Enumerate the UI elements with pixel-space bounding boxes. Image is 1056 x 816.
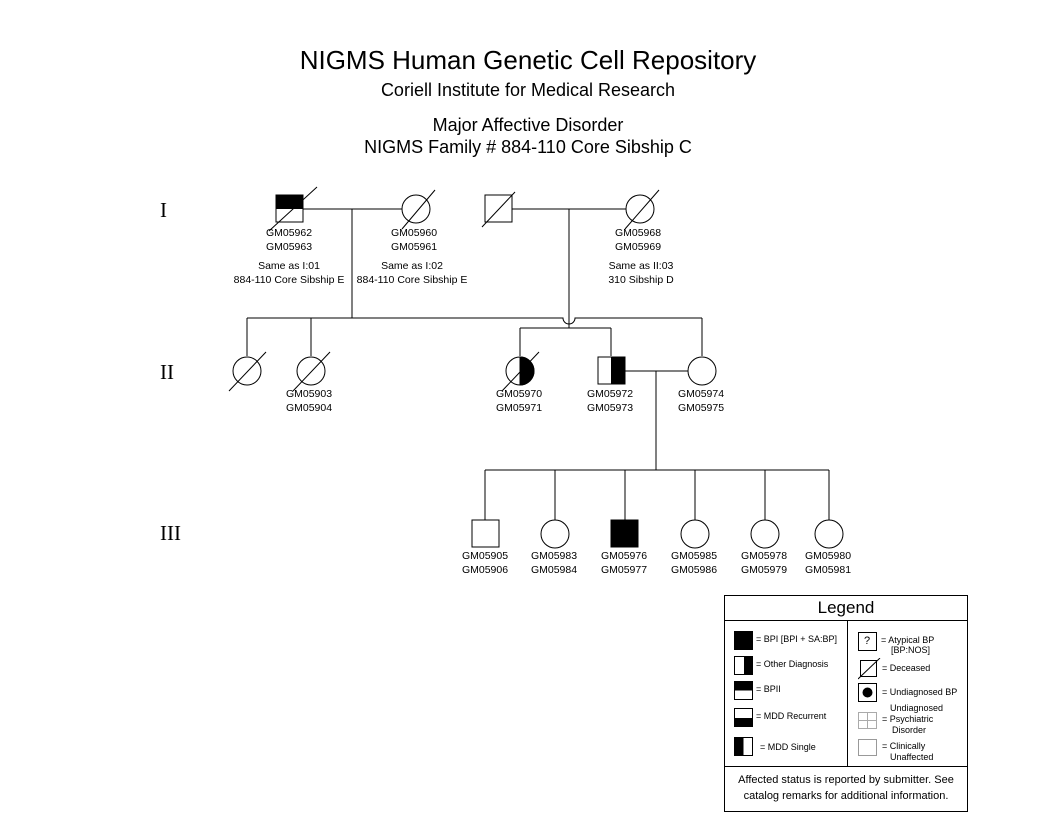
disorder-name: Major Affective Disorder (432, 115, 624, 135)
legend-item-psychiatric-disorder: Undiagnosed = Psychiatric Disorder (858, 703, 966, 738)
family-id: NIGMS Family # 884-110 Core Sibship C (364, 137, 692, 157)
institute-name: Coriell Institute for Medical Research (380, 80, 676, 100)
legend-divider (847, 620, 848, 766)
pedigree-lines (246, 208, 830, 520)
legend-item-unaffected: = Clinically Unaffected (858, 739, 966, 763)
individual-iii2 (540, 519, 570, 549)
page-title: NIGMS Human Genetic Cell Repository (299, 45, 757, 75)
individual-iii5 (750, 519, 780, 549)
legend-item-atypical-bp: ? = Atypical BP [BP:NOS] (858, 632, 966, 656)
bpi-symbol-icon (734, 631, 753, 650)
individual-ii5 (687, 356, 717, 386)
legend-title: Legend (725, 596, 967, 621)
legend-item-deceased: = Deceased (858, 658, 966, 680)
legend-box: Legend = BPI [BPI + SA:BP] = Other Diagn… (724, 595, 968, 812)
legend-item-mdd-single: = MDD Single (734, 737, 846, 757)
individual-iii6 (814, 519, 844, 549)
individual-i4 (624, 189, 660, 230)
legend-item-bpi: = BPI [BPI + SA:BP] (734, 631, 846, 651)
individual-ii3 (501, 351, 540, 392)
legend-note: Affected status is reported by submitter… (725, 766, 967, 811)
atypical-bp-symbol-icon (858, 632, 877, 651)
unaffected-symbol-icon (858, 739, 877, 756)
deceased-symbol-icon (858, 658, 881, 680)
undiagnosed-bp-symbol-icon (858, 683, 877, 702)
legend-item-other-diagnosis: = Other Diagnosis (734, 656, 846, 676)
generation-label-i: I (160, 198, 167, 222)
sibship-line-a (247, 317, 702, 325)
legend-item-undiagnosed-bp: = Undiagnosed BP (858, 683, 966, 703)
individual-ii4 (597, 356, 626, 385)
mdd-recurrent-symbol-icon (734, 708, 753, 727)
individual-i1 (268, 186, 318, 232)
individual-iii1 (471, 519, 500, 548)
individual-ii1 (228, 351, 267, 392)
individual-i3 (481, 191, 516, 228)
psychiatric-disorder-symbol-icon (858, 712, 877, 729)
individual-ii2 (292, 351, 331, 392)
individual-iii4 (680, 519, 710, 549)
bpii-symbol-icon (734, 681, 753, 700)
individual-i2 (401, 189, 436, 230)
individual-iii3 (610, 519, 639, 548)
generation-label-iii: III (160, 521, 181, 545)
legend-item-bpii: = BPII (734, 681, 846, 701)
generation-label-ii: II (160, 360, 174, 384)
other-diagnosis-symbol-icon (734, 656, 753, 675)
legend-item-mdd-recurrent: = MDD Recurrent (734, 708, 846, 728)
mdd-single-symbol-icon (734, 737, 753, 756)
